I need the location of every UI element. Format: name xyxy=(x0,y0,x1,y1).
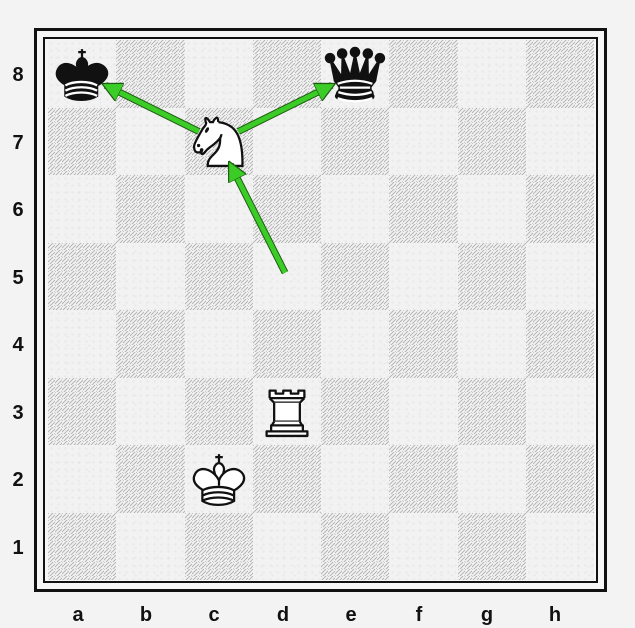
square-c5[interactable] xyxy=(185,243,253,311)
file-label-f: f xyxy=(404,604,434,627)
rank-label-8: 8 xyxy=(8,64,28,87)
square-e6[interactable] xyxy=(321,175,389,243)
square-b2[interactable] xyxy=(116,445,184,513)
square-d8[interactable] xyxy=(253,40,321,108)
rank-label-3: 3 xyxy=(8,402,28,425)
square-e2[interactable] xyxy=(321,445,389,513)
square-a2[interactable] xyxy=(48,445,116,513)
square-h2[interactable] xyxy=(526,445,594,513)
square-b3[interactable] xyxy=(116,378,184,446)
square-d4[interactable] xyxy=(253,310,321,378)
file-label-g: g xyxy=(472,604,502,627)
square-e1[interactable] xyxy=(321,513,389,581)
square-a7[interactable] xyxy=(48,108,116,176)
square-e7[interactable] xyxy=(321,108,389,176)
square-c1[interactable] xyxy=(185,513,253,581)
square-d1[interactable] xyxy=(253,513,321,581)
square-f4[interactable] xyxy=(389,310,457,378)
square-h6[interactable] xyxy=(526,175,594,243)
rank-label-2: 2 xyxy=(8,469,28,492)
file-label-d: d xyxy=(268,604,298,627)
square-f3[interactable] xyxy=(389,378,457,446)
square-h5[interactable] xyxy=(526,243,594,311)
square-a3[interactable] xyxy=(48,378,116,446)
square-e8[interactable] xyxy=(321,40,389,108)
square-a1[interactable] xyxy=(48,513,116,581)
square-h3[interactable] xyxy=(526,378,594,446)
square-h7[interactable] xyxy=(526,108,594,176)
square-d7[interactable] xyxy=(253,108,321,176)
square-b6[interactable] xyxy=(116,175,184,243)
square-a8[interactable] xyxy=(48,40,116,108)
square-d2[interactable] xyxy=(253,445,321,513)
square-d3[interactable] xyxy=(253,378,321,446)
rank-label-4: 4 xyxy=(8,334,28,357)
file-label-b: b xyxy=(131,604,161,627)
square-g1[interactable] xyxy=(458,513,526,581)
square-f5[interactable] xyxy=(389,243,457,311)
square-g6[interactable] xyxy=(458,175,526,243)
file-label-e: e xyxy=(336,604,366,627)
square-c6[interactable] xyxy=(185,175,253,243)
square-g3[interactable] xyxy=(458,378,526,446)
square-b1[interactable] xyxy=(116,513,184,581)
square-g7[interactable] xyxy=(458,108,526,176)
square-c2[interactable] xyxy=(185,445,253,513)
file-label-h: h xyxy=(540,604,570,627)
square-c7[interactable] xyxy=(185,108,253,176)
rank-label-6: 6 xyxy=(8,199,28,222)
square-b4[interactable] xyxy=(116,310,184,378)
square-g4[interactable] xyxy=(458,310,526,378)
square-a5[interactable] xyxy=(48,243,116,311)
square-a6[interactable] xyxy=(48,175,116,243)
square-b8[interactable] xyxy=(116,40,184,108)
square-b7[interactable] xyxy=(116,108,184,176)
square-e4[interactable] xyxy=(321,310,389,378)
square-f7[interactable] xyxy=(389,108,457,176)
chess-board xyxy=(48,40,594,580)
square-c8[interactable] xyxy=(185,40,253,108)
square-a4[interactable] xyxy=(48,310,116,378)
square-c3[interactable] xyxy=(185,378,253,446)
square-h4[interactable] xyxy=(526,310,594,378)
square-e5[interactable] xyxy=(321,243,389,311)
square-f2[interactable] xyxy=(389,445,457,513)
rank-label-1: 1 xyxy=(8,537,28,560)
square-d6[interactable] xyxy=(253,175,321,243)
square-h8[interactable] xyxy=(526,40,594,108)
file-label-c: c xyxy=(199,604,229,627)
rank-label-7: 7 xyxy=(8,132,28,155)
square-e3[interactable] xyxy=(321,378,389,446)
square-b5[interactable] xyxy=(116,243,184,311)
file-label-a: a xyxy=(63,604,93,627)
square-d5[interactable] xyxy=(253,243,321,311)
square-f1[interactable] xyxy=(389,513,457,581)
rank-label-5: 5 xyxy=(8,267,28,290)
square-h1[interactable] xyxy=(526,513,594,581)
square-f6[interactable] xyxy=(389,175,457,243)
square-g8[interactable] xyxy=(458,40,526,108)
square-c4[interactable] xyxy=(185,310,253,378)
square-g5[interactable] xyxy=(458,243,526,311)
square-g2[interactable] xyxy=(458,445,526,513)
square-f8[interactable] xyxy=(389,40,457,108)
